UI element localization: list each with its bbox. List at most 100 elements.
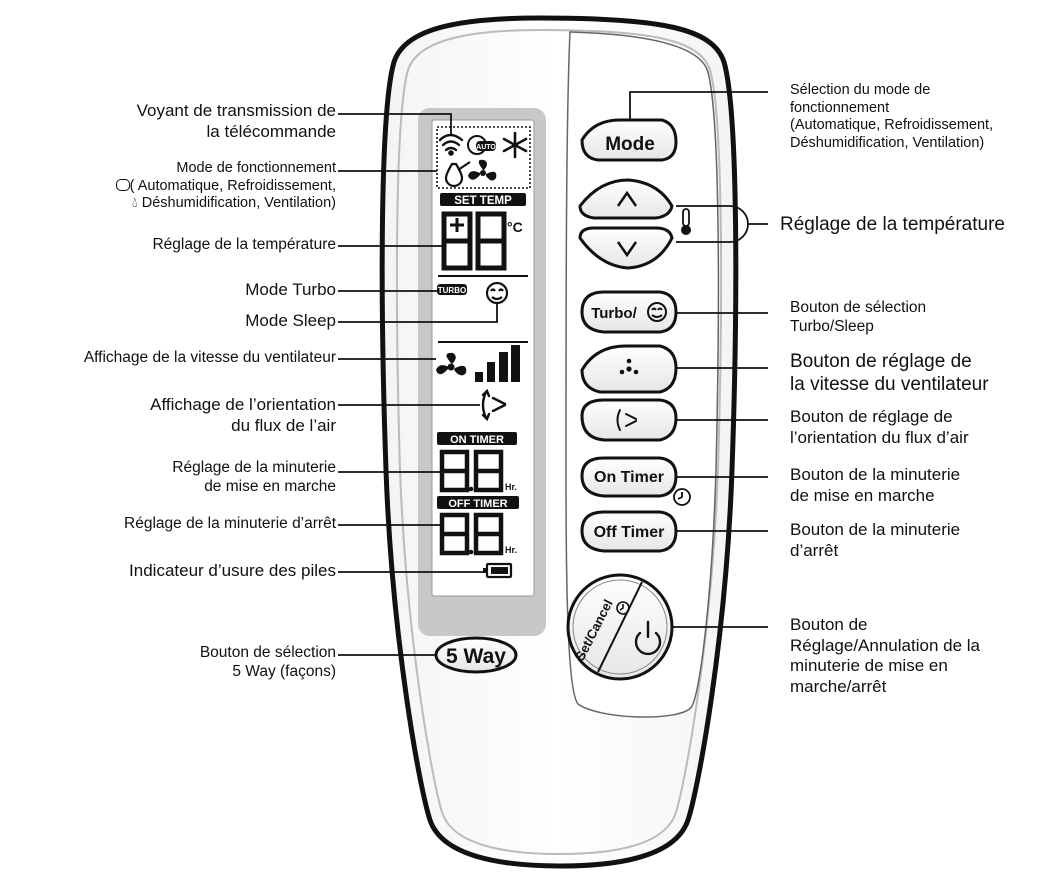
- label-off-timer-btn-line2: d’arrêt: [790, 540, 839, 560]
- label-airflow-display: Affichage de l’orientation du flux de l’…: [150, 395, 336, 436]
- label-on-timer-line1: Réglage de la minuterie: [172, 459, 336, 476]
- label-on-timer-btn-line1: Bouton de la minuterie: [790, 465, 961, 484]
- label-temp-setting-right: Réglage de la température: [780, 214, 1005, 235]
- fan-mode-icon: [468, 159, 497, 181]
- on-timer-digits: [439, 449, 504, 493]
- label-set-cancel-line4: marche/arrêt: [790, 677, 887, 697]
- set-temp-badge: [440, 193, 526, 206]
- off-timer-digits: [439, 512, 504, 556]
- power-icon: [634, 620, 662, 656]
- label-set-cancel-line1: Bouton de: [790, 615, 868, 634]
- label-fan-speed: Bouton de réglage de la vitesse du venti…: [790, 350, 989, 396]
- airflow-button-icon: [616, 409, 637, 431]
- label-temp-setting-left: Réglage de la température: [152, 236, 336, 253]
- label-operating-mode: Mode de fonctionnement ( Automatique, Re…: [115, 160, 336, 213]
- label-on-timer-line2: de mise en marche: [204, 477, 336, 495]
- temp-sign-icon: [450, 218, 464, 232]
- fan-speed-fan-icon: [436, 352, 467, 376]
- on-timer-button-label: On Timer: [594, 469, 664, 486]
- label-airflow-line1: Affichage de l’orientation: [150, 395, 336, 414]
- label-airflow-line2: du flux de l’air: [231, 415, 336, 435]
- down-arrow-icon: [616, 241, 638, 258]
- set-cancel-clock-icon: [616, 601, 630, 615]
- label-on-timer-btn-line2: de mise en marche: [790, 485, 935, 505]
- label-five-way-line2: 5 Way (façons): [232, 662, 336, 680]
- label-set-cancel-line2: Réglage/Annulation de la: [790, 635, 980, 655]
- label-fan-speed-line1: Bouton de réglage de: [790, 351, 972, 372]
- label-fan-speed-line2: la vitesse du ventilateur: [790, 374, 989, 396]
- clock-icon: [673, 488, 691, 506]
- label-off-timer-btn-line1: Bouton de la minuterie: [790, 520, 961, 539]
- label-mode-select-line4: Déshumidification, Ventilation): [790, 135, 985, 152]
- label-operating-mode-line1: Mode de fonctionnement: [176, 160, 336, 176]
- fan-speed-bars-icon: [475, 345, 520, 382]
- turbo-sleep-button[interactable]: Turbo/: [580, 290, 678, 334]
- off-timer-hours: Hr.: [505, 545, 517, 555]
- off-timer-badge: [437, 496, 519, 509]
- label-battery-indicator: Indicateur d’usure des piles: [129, 561, 336, 580]
- mode-button-label: Mode: [605, 134, 655, 155]
- off-timer-button[interactable]: Off Timer: [580, 510, 678, 553]
- label-five-way-line1: Bouton de sélection: [199, 644, 336, 661]
- on-timer-badge: [437, 432, 517, 445]
- dry-mode-icon: [444, 161, 471, 188]
- turbo-badge-label: TURBO: [438, 286, 466, 295]
- airflow-icon: [481, 388, 507, 422]
- set-temp-label: SET TEMP: [454, 195, 512, 207]
- temp-digits: [441, 211, 507, 271]
- label-off-timer-setting: Réglage de la minuterie d’arrêt: [124, 515, 336, 532]
- set-cancel-divider: [597, 581, 643, 673]
- on-timer-button[interactable]: On Timer: [580, 456, 678, 498]
- label-transmission-line2: la télécommande: [206, 121, 336, 141]
- sleep-button-icon: [647, 302, 667, 322]
- turbo-badge: [437, 284, 467, 295]
- label-turbo-mode: Mode Turbo: [245, 280, 336, 299]
- off-timer-dot: [468, 549, 474, 555]
- label-five-way-button: Bouton de sélection 5 Way (façons): [200, 644, 336, 682]
- turbo-button-label: Turbo/: [591, 305, 637, 322]
- label-airflow-btn-line2: l’orientation du flux d’air: [790, 427, 969, 447]
- label-operating-mode-line3: 💧︎ Déshumidification, Ventilation): [116, 195, 336, 213]
- leader-lines-right: [629, 91, 768, 628]
- mode-button[interactable]: Mode: [580, 118, 678, 162]
- auto-mode-icon: AUTO: [467, 135, 496, 155]
- up-arrow-icon: [616, 190, 638, 207]
- label-turbo-sleep-line2: Turbo/Sleep: [790, 317, 874, 335]
- label-off-timer: Bouton de la minuterie d’arrêt: [790, 520, 960, 561]
- leader-lines-left: [338, 113, 498, 656]
- celsius-label: °C: [507, 219, 523, 235]
- dry-inline-icon: 💧︎: [131, 195, 138, 212]
- label-sleep-mode: Mode Sleep: [245, 311, 336, 330]
- label-turbo-sleep-line1: Bouton de sélection: [790, 299, 927, 316]
- label-on-timer-setting: Réglage de la minuterie de mise en march…: [172, 459, 336, 497]
- label-transmission: Voyant de transmission de la télécommand…: [137, 101, 336, 142]
- label-operating-mode-line2: ( Automatique, Refroidissement,: [115, 178, 336, 196]
- set-cancel-button[interactable]: Set/Cancel: [566, 573, 674, 681]
- label-set-cancel-line3: minuterie de mise en: [790, 656, 948, 676]
- label-mode-select-line2: fonctionnement: [790, 99, 890, 116]
- label-mode-select: Sélection du mode de fonctionnement (Aut…: [790, 82, 993, 153]
- cool-mode-icon: [502, 131, 528, 159]
- thermometer-icon: [681, 208, 691, 235]
- fan-speed-button-icon: [619, 358, 639, 375]
- airflow-button[interactable]: [580, 398, 678, 442]
- on-timer-label: ON TIMER: [450, 434, 504, 446]
- label-on-timer: Bouton de la minuterie de mise en marche: [790, 465, 960, 506]
- label-mode-select-line3: (Automatique, Refroidissement,: [790, 117, 994, 134]
- off-timer-label: OFF TIMER: [448, 498, 507, 510]
- auto-inline-icon: [115, 178, 130, 191]
- on-timer-hours: Hr.: [505, 482, 517, 492]
- five-way-button[interactable]: 5 Way: [434, 636, 518, 674]
- label-airflow: Bouton de réglage de l’orientation du fl…: [790, 407, 969, 448]
- label-fan-speed-display: Affichage de la vitesse du ventilateur: [83, 349, 336, 366]
- on-timer-dot: [468, 486, 474, 492]
- fan-speed-button[interactable]: [580, 344, 678, 394]
- temp-down-button[interactable]: [578, 226, 674, 270]
- label-transmission-line1: Voyant de transmission de: [136, 101, 336, 120]
- label-turbo-sleep: Bouton de sélection Turbo/Sleep: [790, 299, 926, 337]
- temp-up-button[interactable]: [578, 178, 674, 220]
- battery-icon: [483, 562, 513, 579]
- off-timer-button-label: Off Timer: [594, 524, 665, 541]
- five-way-label: 5 Way: [446, 645, 506, 668]
